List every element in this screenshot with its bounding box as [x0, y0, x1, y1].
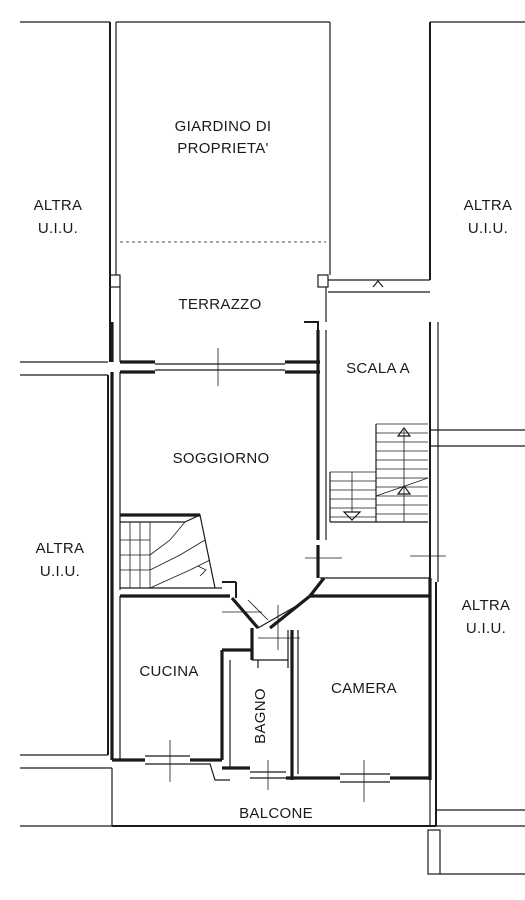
other-unit-top-right-line2: U.I.U. [468, 220, 508, 237]
terrace-label: TERRAZZO [178, 296, 261, 313]
stair-label: SCALA A [346, 360, 410, 377]
other-unit-top-left-line2: U.I.U. [38, 220, 78, 237]
other-unit-top-right-line1: ALTRA [464, 197, 513, 214]
kitchen [112, 596, 252, 782]
balcony [111, 763, 436, 827]
terrace-area [109, 274, 329, 386]
bathroom-label: BAGNO [252, 688, 269, 744]
kitchen-label: CUCINA [139, 663, 198, 680]
bathroom [222, 605, 300, 790]
other-unit-mid-left-line1: ALTRA [36, 540, 85, 557]
neighbour-walls [20, 21, 525, 875]
garden-label-line1: GIARDINO DI [175, 118, 272, 135]
stairwell [305, 279, 446, 579]
garden-label-line2: PROPRIETA' [177, 140, 268, 157]
bedroom-label: CAMERA [331, 680, 397, 697]
living-room-label: SOGGIORNO [173, 450, 270, 467]
living-room [110, 372, 326, 760]
other-unit-right-line1: ALTRA [462, 597, 511, 614]
other-unit-mid-left-line2: U.I.U. [40, 563, 80, 580]
other-unit-top-left-line1: ALTRA [34, 197, 83, 214]
garden-area [115, 21, 331, 275]
balcony-label: BALCONE [239, 805, 313, 822]
other-unit-right-line2: U.I.U. [466, 620, 506, 637]
bedroom [286, 578, 432, 802]
